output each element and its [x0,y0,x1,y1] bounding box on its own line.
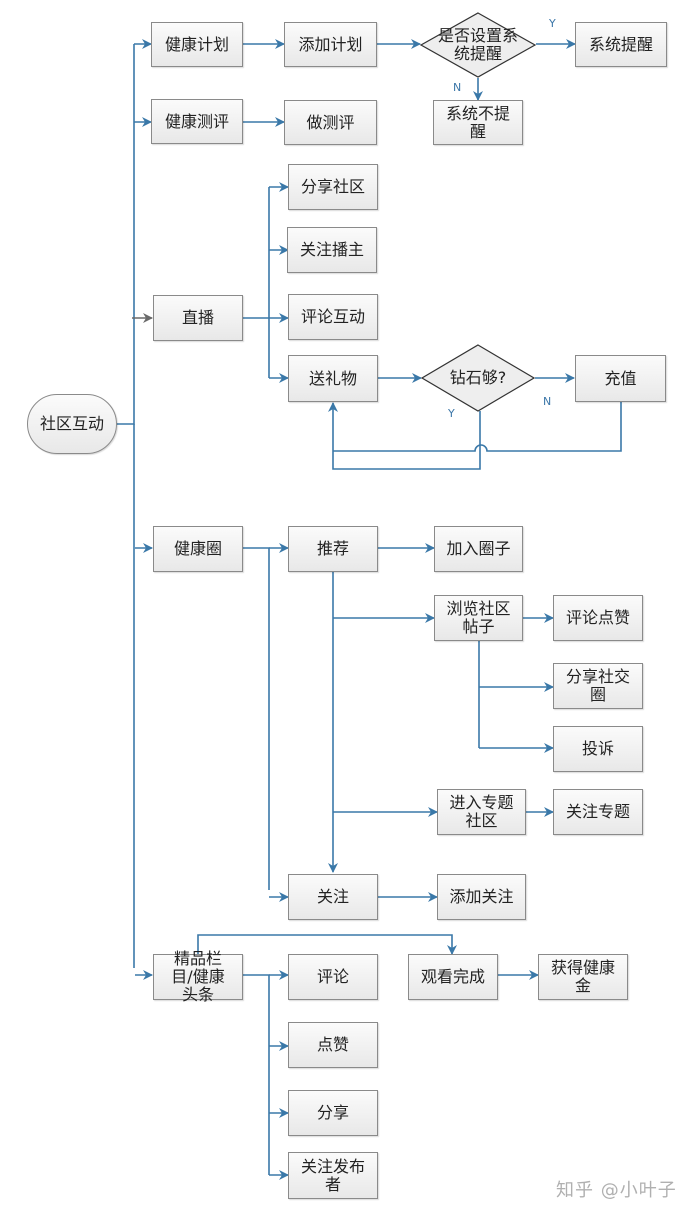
label-reminder-yes: Y [549,17,556,30]
node-featured-column: 精品栏目/健康头条 [153,950,243,1004]
decision-set-reminder: 是否设置系统提醒 [420,12,536,78]
node-health-assessment: 健康测评 [151,99,243,144]
decision-diamonds: 钻石够? [421,344,535,412]
label-diamonds-no: N [543,395,552,408]
node-browse-posts: 浏览社区帖子 [434,595,523,641]
node-send-gift: 送礼物 [288,355,378,402]
watermark: 知乎 @小叶子 [556,1180,677,1201]
node-comment: 评论 [288,954,378,1000]
node-recharge: 充值 [575,355,666,402]
node-like: 点赞 [288,1022,378,1068]
edge-live-trunk [243,187,270,378]
node-follow-host: 关注播主 [287,227,377,273]
node-follow: 关注 [288,874,378,920]
node-add-plan: 添加计划 [284,22,377,67]
node-health-plan: 健康计划 [151,22,243,67]
edge-root-trunk [117,44,135,425]
node-follow-publisher: 关注发布者 [288,1152,378,1199]
edge-diamond-yes-back [328,402,481,470]
node-follow-topic: 关注专题 [553,789,643,835]
edge-circle-trunk [243,547,270,890]
node-do-assessment: 做测评 [284,100,377,145]
decision-set-reminder-text: 是否设置系统提醒 [437,26,518,63]
node-share-social: 分享社交圈 [553,663,643,709]
label-diamonds-yes: Y [448,407,455,420]
node-no-reminder: 系统不提醒 [433,100,523,145]
node-get-health-coins: 获得健康金 [538,954,628,1000]
node-join-circle: 加入圈子 [434,526,523,572]
node-comment-interact: 评论互动 [288,294,378,340]
node-live: 直播 [153,295,243,341]
edge-recharge-back [333,402,622,452]
label-reminder-no: N [453,81,462,94]
node-system-reminder: 系统提醒 [575,22,667,67]
node-report: 投诉 [553,726,643,772]
node-health-circle: 健康圈 [153,526,243,572]
edge-featured-trunk [243,974,270,1175]
node-share: 分享 [288,1090,378,1136]
decision-diamonds-text: 钻石够? [449,368,507,387]
node-root: 社区互动 [27,394,117,454]
edge-featured-watch [197,934,457,955]
node-share-community: 分享社区 [288,164,378,210]
node-enter-topic: 进入专题社区 [437,789,526,835]
node-recommend: 推荐 [288,526,378,572]
node-watch-complete: 观看完成 [408,954,498,1000]
node-comment-like: 评论点赞 [553,595,643,641]
node-add-follow: 添加关注 [437,874,526,920]
